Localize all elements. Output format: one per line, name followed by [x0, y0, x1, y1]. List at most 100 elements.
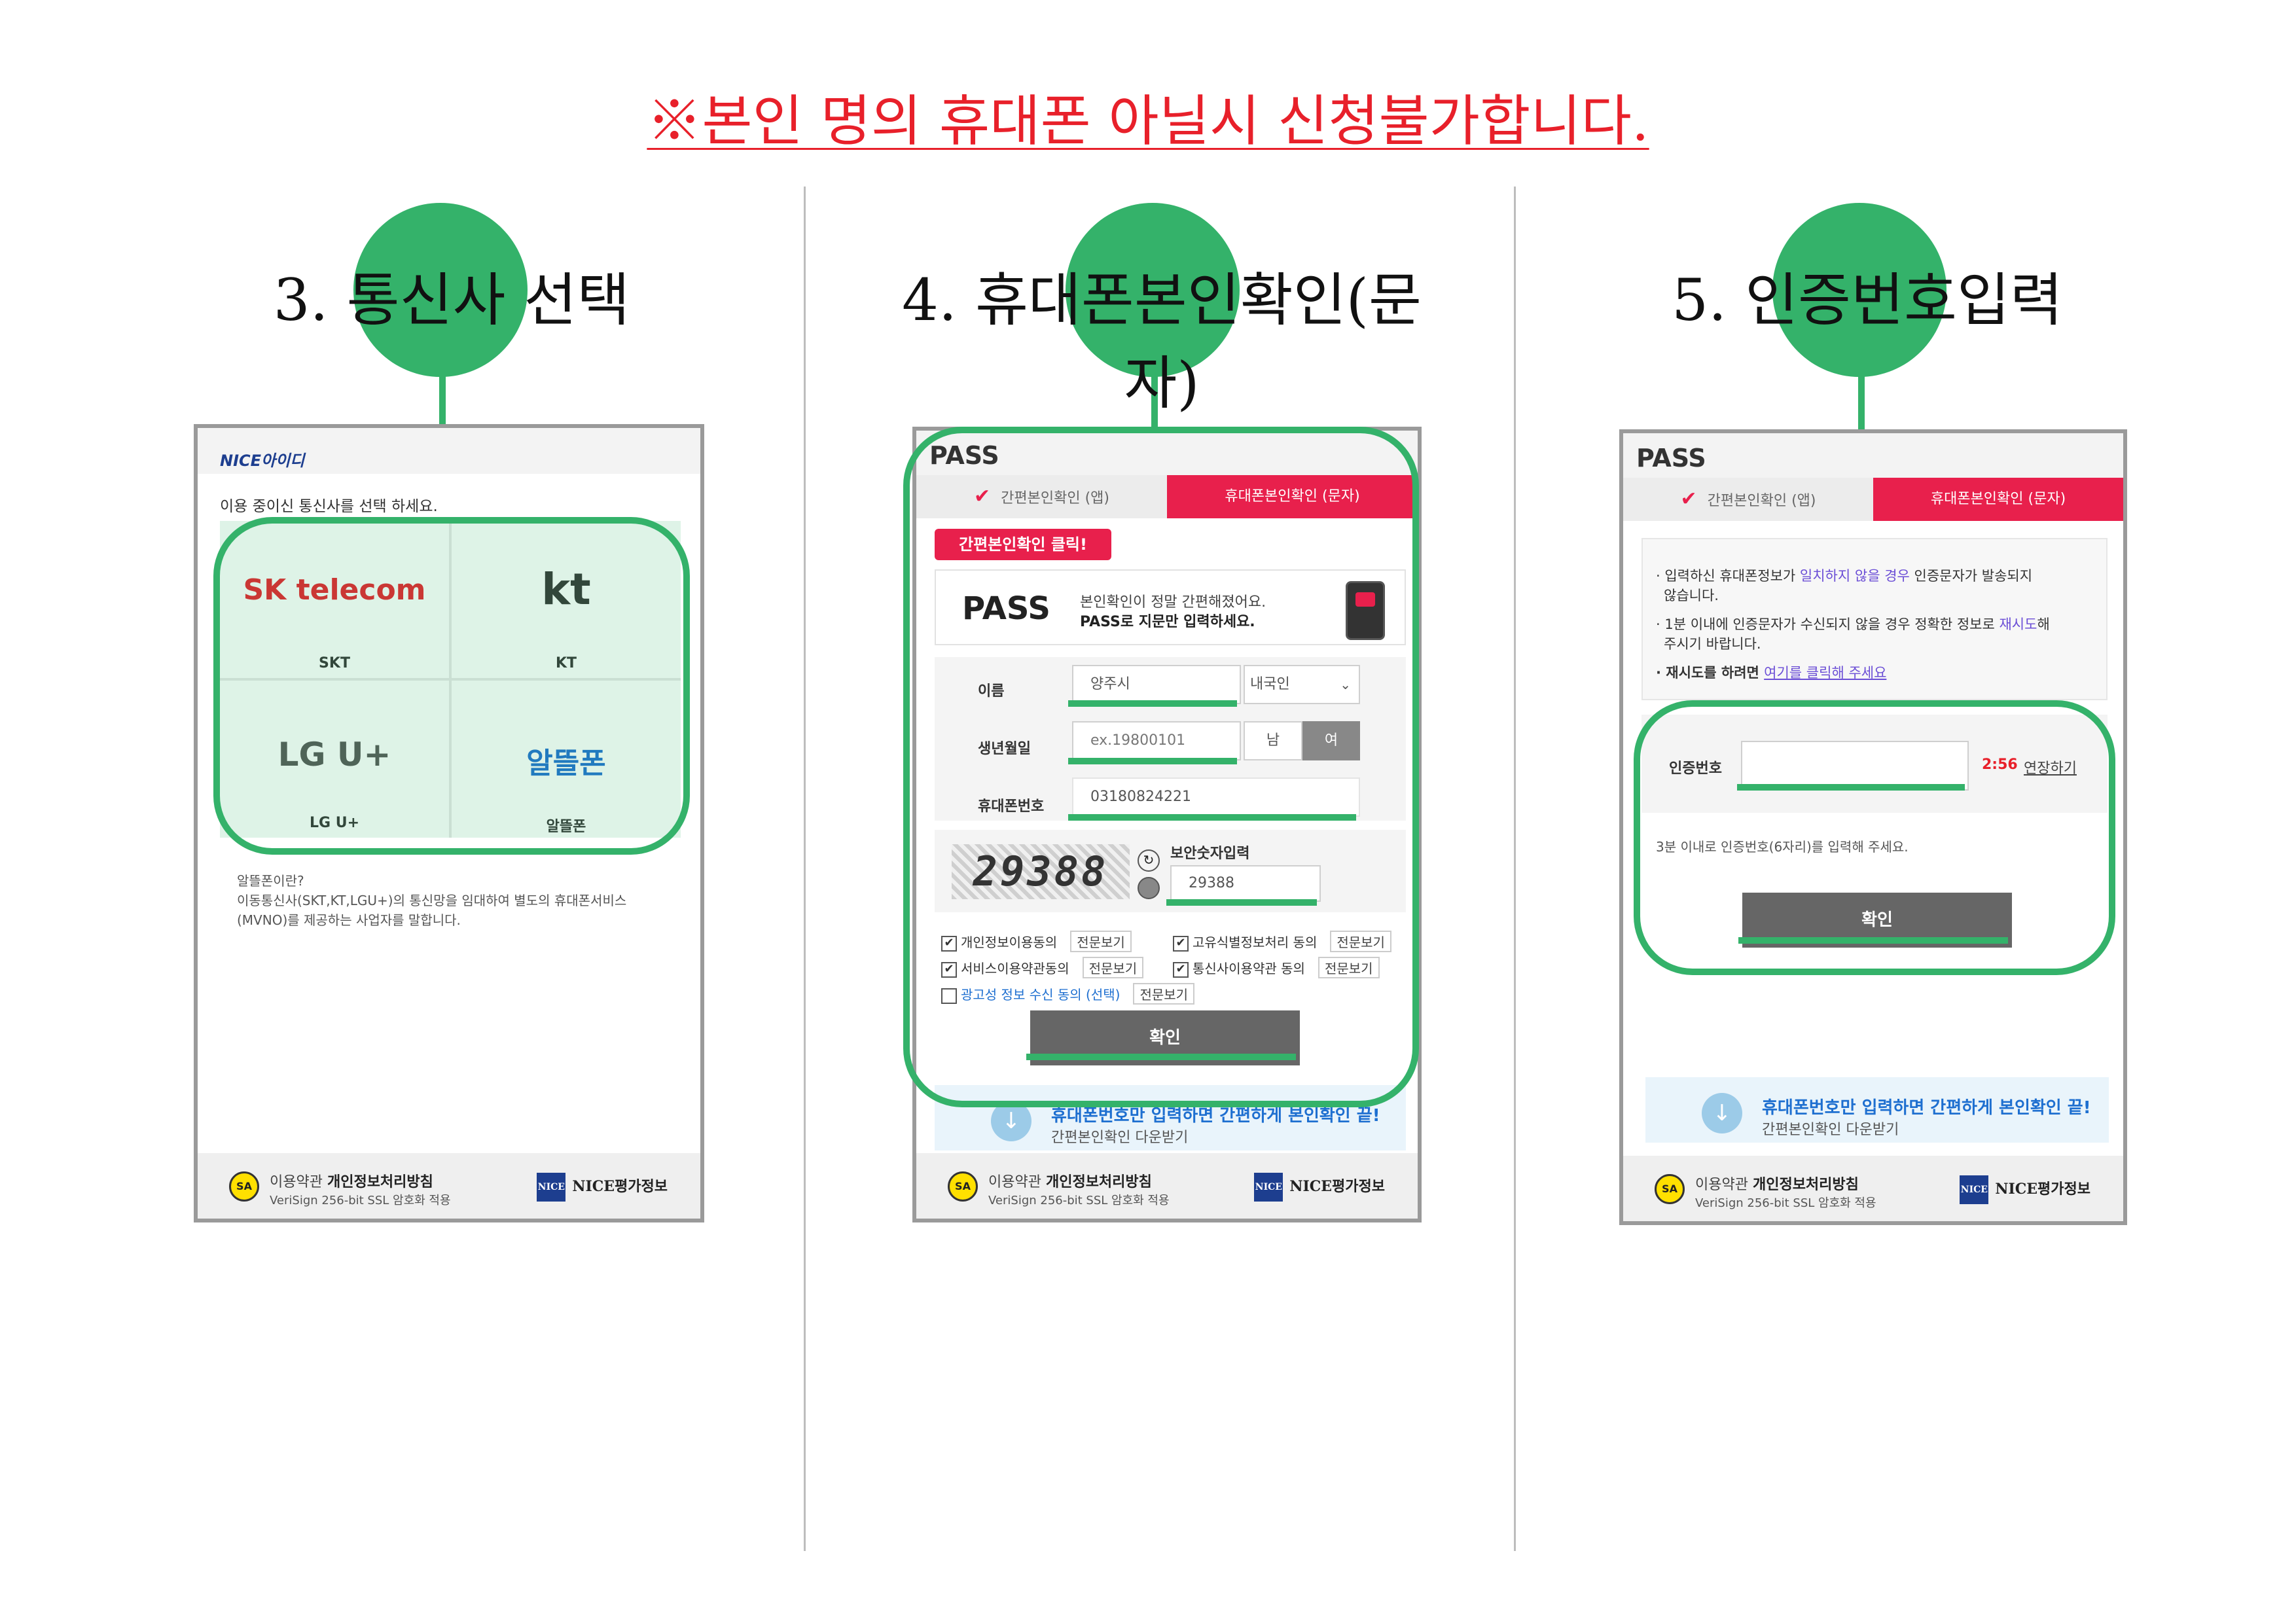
- gender-female[interactable]: 여: [1302, 721, 1360, 760]
- privacy-link[interactable]: 개인정보처리방침: [327, 1174, 433, 1190]
- pass-logo: PASS: [962, 590, 1050, 627]
- checkbox-checked-icon: ✔: [941, 961, 957, 978]
- checkbox-checked-icon: ✔: [1173, 961, 1189, 978]
- captcha-image: 29388: [952, 844, 1130, 899]
- info-line: · 재시도를 하려면 여기를 클릭해 주세요: [1656, 665, 1887, 681]
- carrier-label-lgu: LG U+: [309, 815, 360, 831]
- mvno-note-title: 알뜰폰이란?: [237, 873, 304, 889]
- step-title-5: 5. 인증번호입력: [1672, 266, 2063, 334]
- view-full-button[interactable]: 전문보기: [1082, 957, 1144, 978]
- nice-logo-icon: NICE: [1960, 1175, 1989, 1204]
- phone-fingerprint-icon: [1346, 581, 1385, 640]
- carrier-highlight: [220, 521, 681, 838]
- ssl-text: VeriSign 256-bit SSL 암호화 적용: [1695, 1196, 1876, 1210]
- connector-line: [1151, 373, 1158, 427]
- carrier-instruction: 이용 중이신 통신사를 선택 하세요.: [220, 498, 438, 515]
- method-tabs: ✔간편본인확인 (앱) 휴대폰본인확인 (문자): [1623, 478, 2123, 521]
- ssl-text: VeriSign 256-bit SSL 암호화 적용: [270, 1194, 451, 1207]
- info-box: [1641, 538, 2108, 700]
- info-line: 않습니다.: [1664, 588, 1719, 603]
- highlight-frame: [903, 427, 1419, 1107]
- screen-header: [916, 431, 1418, 475]
- carrier-screen: NICE아이디 이용 중이신 통신사를 선택 하세요. SK telecom k…: [194, 424, 704, 1222]
- pass-banner[interactable]: PASS 본인확인이 정말 간편해졌어요. PASS로 지문만 입력하세요.: [935, 569, 1406, 645]
- field-underline: [1738, 937, 2008, 944]
- birth-label: 생년월일: [978, 741, 1031, 757]
- name-input[interactable]: 양주시: [1072, 665, 1241, 704]
- code-label: 인증번호: [1669, 760, 1722, 777]
- pass-badge[interactable]: 간편본인확인 클릭!: [935, 529, 1111, 560]
- app-download-banner[interactable]: ↓ 휴대폰번호만 입력하면 간편하게 본인확인 끝! 간편본인확인 다운받기: [935, 1085, 1406, 1150]
- download-icon: ↓: [991, 1101, 1031, 1141]
- column-divider: [1514, 187, 1516, 1551]
- field-underline: [1068, 814, 1356, 821]
- notice-text: ※본인 명의 휴대폰 아닐시 신청불가합니다.: [647, 89, 1649, 153]
- audio-icon[interactable]: [1138, 877, 1160, 899]
- nice-brand: NICE평가정보: [572, 1178, 668, 1195]
- step-title-4: 4. 휴대폰본인확인(문자): [902, 266, 1422, 417]
- checkbox-unchecked-icon: [941, 988, 957, 1004]
- pass-header: PASS: [1636, 444, 1706, 473]
- security-label: 보안숫자입력: [1170, 846, 1250, 862]
- view-full-button[interactable]: 전문보기: [1070, 931, 1132, 952]
- screen-header: [198, 428, 700, 474]
- nice-brand: NICE평가정보: [1995, 1181, 2090, 1198]
- check-icon: ✔: [1680, 488, 1697, 510]
- view-full-button[interactable]: 전문보기: [1318, 957, 1380, 978]
- screen-footer: SA 이용약관 개인정보처리방침 VeriSign 256-bit SSL 암호…: [1623, 1156, 2123, 1221]
- retry-link[interactable]: 여기를 클릭해 주세요: [1764, 665, 1887, 681]
- view-full-button[interactable]: 전문보기: [1133, 983, 1195, 1005]
- app-download-banner[interactable]: ↓ 휴대폰번호만 입력하면 간편하게 본인확인 끝! 간편본인확인 다운받기: [1645, 1077, 2109, 1143]
- name-label: 이름: [978, 683, 1005, 700]
- checkbox-checked-icon: ✔: [941, 935, 957, 952]
- carrier-label-mvno: 알뜰폰: [546, 819, 586, 835]
- ssl-text: VeriSign 256-bit SSL 암호화 적용: [988, 1194, 1170, 1207]
- terms-link[interactable]: 이용약관: [270, 1174, 323, 1190]
- carrier-label-skt: SKT: [319, 655, 350, 671]
- nice-brand: NICE평가정보: [1289, 1178, 1385, 1195]
- gender-male[interactable]: 남: [1244, 721, 1302, 760]
- carrier-label-kt: KT: [555, 655, 577, 671]
- extend-link[interactable]: 연장하기: [2024, 760, 2077, 777]
- mvno-logo: 알뜰폰: [526, 747, 606, 780]
- pass-promo-line2: PASS로 지문만 입력하세요.: [1080, 614, 1255, 630]
- code-input[interactable]: [1741, 741, 1969, 791]
- screen-footer: SA 이용약관 개인정보처리방침 VeriSign 256-bit SSL 암호…: [198, 1153, 700, 1219]
- info-line: · 입력하신 휴대폰정보가 일치하지 않을 경우 인증문자가 발송되지: [1656, 568, 2033, 584]
- nice-logo-icon: NICE: [537, 1173, 566, 1202]
- step-marker: [1066, 203, 1240, 377]
- terms-link[interactable]: 이용약관: [1695, 1177, 1748, 1193]
- tab-sms-verify[interactable]: 휴대폰본인확인 (문자): [1873, 478, 2123, 521]
- download-icon: ↓: [1702, 1093, 1742, 1133]
- view-full-button[interactable]: 전문보기: [1330, 931, 1391, 952]
- promo-title: 휴대폰번호만 입력하면 간편하게 본인확인 끝!: [1762, 1098, 2091, 1118]
- chevron-down-icon: ⌄: [1340, 677, 1351, 692]
- privacy-link[interactable]: 개인정보처리방침: [1752, 1177, 1859, 1193]
- highlight-frame: [1634, 700, 2115, 975]
- code-screen: PASS ✔간편본인확인 (앱) 휴대폰본인확인 (문자) · 입력하신 휴대폰…: [1619, 429, 2127, 1225]
- nice-id-logo: NICE아이디: [220, 452, 305, 470]
- screen-footer: SA 이용약관 개인정보처리방침 VeriSign 256-bit SSL 암호…: [916, 1153, 1418, 1219]
- privacy-link[interactable]: 개인정보처리방침: [1045, 1174, 1152, 1190]
- terms-link[interactable]: 이용약관: [988, 1174, 1041, 1190]
- birth-input[interactable]: ex.19800101: [1072, 721, 1241, 760]
- step-title-3: 3. 통신사 선택: [273, 266, 630, 334]
- agree-marketing[interactable]: 광고성 정보 수신 동의 (선택)전문보기: [941, 983, 1195, 1005]
- carrier-grid: SK telecom kt LG U+ 알뜰폰 SKT KT LG U+ 알뜰폰: [220, 521, 681, 838]
- step-marker: [1772, 203, 1946, 377]
- info-line: 주시기 바랍니다.: [1664, 636, 1761, 652]
- kt-logo: kt: [541, 564, 591, 615]
- info-line: · 1분 이내에 인증문자가 수신되지 않을 경우 정확한 정보로 재시도해: [1656, 616, 2050, 632]
- nationality-select[interactable]: 내국인⌄: [1244, 665, 1360, 704]
- refresh-icon[interactable]: ↻: [1138, 849, 1160, 872]
- phone-input[interactable]: 03180824221: [1072, 777, 1360, 817]
- step-marker: [353, 203, 528, 377]
- ssl-seal-icon: SA: [229, 1171, 259, 1202]
- skt-logo: SK telecom: [243, 573, 426, 607]
- pass-promo-line1: 본인확인이 정말 간편해졌어요.: [1080, 594, 1266, 611]
- tab-app-verify[interactable]: ✔간편본인확인 (앱): [1623, 478, 1873, 521]
